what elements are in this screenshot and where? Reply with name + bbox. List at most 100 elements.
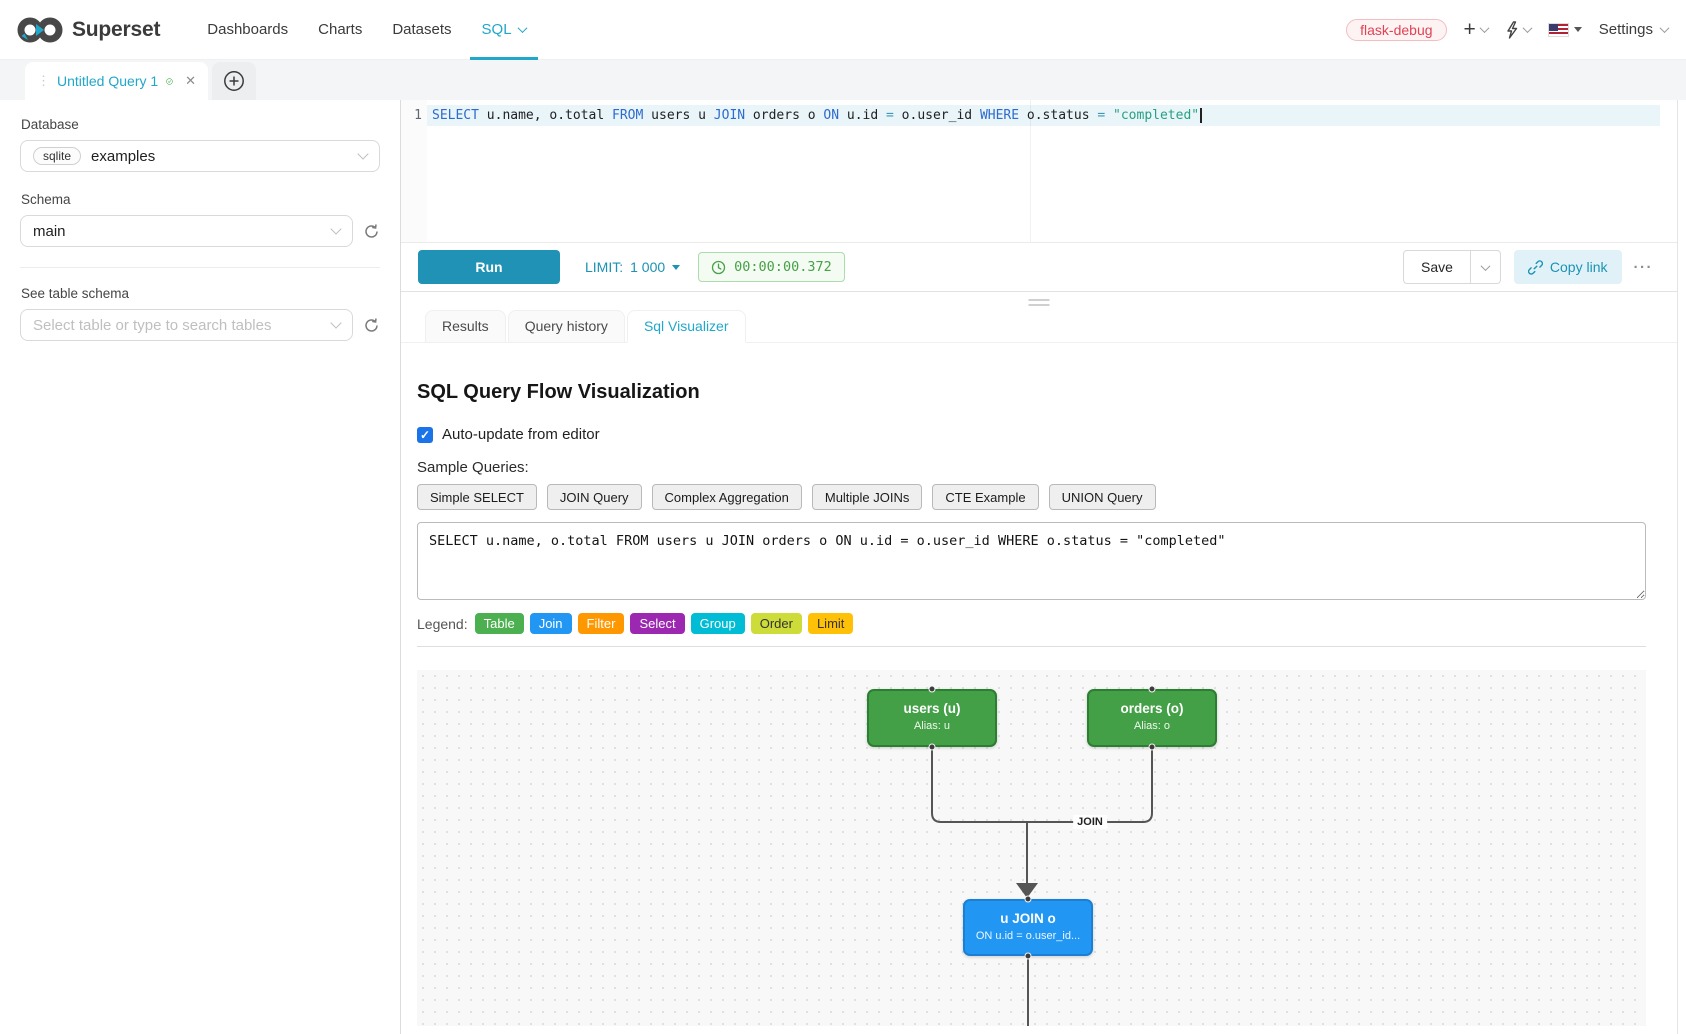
sample-queries-label: Sample Queries: (417, 459, 1661, 476)
flow-node-join[interactable]: u JOIN o ON u.id = o.user_id... (963, 899, 1093, 956)
table-schema-label: See table schema (21, 286, 380, 301)
check-circle-icon (166, 73, 173, 90)
tab-sql-visualizer[interactable]: Sql Visualizer (627, 310, 746, 343)
auto-update-checkbox[interactable]: ✓ (417, 427, 433, 443)
clock-icon (711, 260, 726, 275)
sample-query-button[interactable]: UNION Query (1049, 484, 1156, 510)
caret-down-icon (1574, 27, 1582, 32)
flow-node-orders[interactable]: orders (o) Alias: o (1087, 689, 1217, 747)
query-tab-active[interactable]: ⋮ Untitled Query 1 ✕ (25, 62, 208, 100)
sql-token-plain: u.id (839, 108, 886, 123)
environment-badge: flask-debug (1346, 19, 1446, 41)
chevron-down-icon (330, 223, 341, 234)
sql-input-textarea[interactable]: SELECT u.name, o.total FROM users u JOIN… (417, 522, 1646, 600)
flow-edges (417, 670, 1646, 1026)
sample-query-button[interactable]: Complex Aggregation (652, 484, 802, 510)
flow-node-users[interactable]: users (u) Alias: u (867, 689, 997, 747)
sql-token-plain: u.name, o.total (479, 108, 612, 123)
nav-item-datasets[interactable]: Datasets (377, 0, 466, 60)
sql-token-plain (1105, 108, 1113, 123)
settings-menu[interactable]: Settings (1599, 21, 1668, 38)
limit-label: LIMIT: (585, 259, 623, 275)
database-select[interactable]: sqlite examples (20, 140, 380, 172)
node-handle[interactable] (929, 686, 936, 693)
nav-item-sql[interactable]: SQL (467, 0, 541, 60)
save-dropdown-button[interactable] (1470, 251, 1500, 283)
query-search-menu[interactable] (1505, 21, 1531, 39)
legend-badge: Group (691, 613, 745, 634)
sample-query-buttons: Simple SELECT JOIN Query Complex Aggregati… (417, 484, 1661, 510)
database-label: Database (21, 117, 380, 132)
table-select[interactable]: Select table or type to search tables (20, 309, 353, 341)
page-title: SQL Query Flow Visualization (417, 381, 1661, 404)
sql-token-kw: ON (823, 108, 839, 123)
language-picker[interactable] (1548, 23, 1582, 37)
node-handle[interactable] (1149, 686, 1156, 693)
sql-token-kw: WHERE (980, 108, 1019, 123)
more-options-icon[interactable]: ··· (1634, 259, 1654, 276)
sql-token-op: = (1097, 108, 1105, 123)
sample-query-button[interactable]: Simple SELECT (417, 484, 537, 510)
nav-item-dashboards[interactable]: Dashboards (192, 0, 303, 60)
flow-canvas[interactable]: users (u) Alias: u orders (o) Alias: o u… (417, 670, 1646, 1026)
sql-token-plain: o.user_id (894, 108, 980, 123)
schema-select-value: main (33, 223, 332, 240)
sample-query-button[interactable]: JOIN Query (547, 484, 642, 510)
chevron-down-icon (1480, 261, 1490, 271)
node-handle[interactable] (1149, 744, 1156, 751)
refresh-tables-icon[interactable] (363, 317, 380, 334)
superset-logo[interactable]: Superset (17, 16, 160, 44)
top-nav: Superset Dashboards Charts Datasets SQL … (0, 0, 1686, 60)
nav-right: flask-debug + Settings (1346, 19, 1668, 41)
chevron-down-icon (330, 317, 341, 328)
tab-results[interactable]: Results (425, 310, 506, 343)
chevron-down-icon (1479, 23, 1489, 33)
auto-update-label: Auto-update from editor (442, 426, 600, 443)
chevron-down-icon (1660, 23, 1670, 33)
editor-code-area[interactable]: SELECT u.name, o.total FROM users u JOIN… (427, 100, 1677, 242)
section-divider (417, 646, 1646, 647)
lightning-icon (1505, 21, 1519, 39)
main-menu: Dashboards Charts Datasets SQL (192, 0, 540, 60)
new-query-tab-button[interactable] (212, 62, 256, 100)
limit-dropdown[interactable]: LIMIT: 1 000 (585, 259, 680, 275)
sql-token-str: "completed" (1113, 108, 1199, 123)
sample-query-button[interactable]: Multiple JOINs (812, 484, 923, 510)
legend-badges: TableJoinFilterSelectGroupOrderLimit (475, 613, 854, 634)
run-button[interactable]: Run (418, 250, 560, 284)
nav-item-charts[interactable]: Charts (303, 0, 377, 60)
database-select-value: examples (91, 148, 359, 165)
legend-badge: Limit (808, 613, 853, 634)
editor-toolbar: Run LIMIT: 1 000 00:00:00.372 Save (401, 243, 1677, 292)
new-item-menu[interactable]: + (1464, 19, 1488, 40)
sql-visualizer-panel: SQL Query Flow Visualization ✓ Auto-upda… (401, 343, 1677, 1034)
schema-select[interactable]: main (20, 215, 353, 247)
schema-label: Schema (21, 192, 380, 207)
chevron-down-icon (1522, 23, 1532, 33)
node-handle[interactable] (1025, 953, 1032, 960)
node-handle[interactable] (1025, 896, 1032, 903)
sidebar-divider (20, 267, 380, 268)
sql-editor[interactable]: 1 SELECT u.name, o.total FROM users u JO… (401, 100, 1677, 243)
legend-badge: Filter (578, 613, 625, 634)
node-subtitle: Alias: u (869, 720, 995, 732)
query-timer-badge: 00:00:00.372 (698, 252, 845, 282)
node-handle[interactable] (929, 744, 936, 751)
us-flag-icon (1548, 23, 1569, 37)
copy-link-button[interactable]: Copy link (1514, 250, 1622, 284)
sql-token-kw: SELECT (432, 108, 479, 123)
resize-grip[interactable] (1029, 299, 1050, 309)
sample-query-button[interactable]: CTE Example (932, 484, 1038, 510)
query-tabbar: ⋮ Untitled Query 1 ✕ (0, 60, 1686, 100)
sql-token-plain: o.status (1019, 108, 1097, 123)
drag-handle-icon[interactable]: ⋮ (37, 73, 49, 89)
close-tab-icon[interactable]: ✕ (185, 73, 196, 89)
refresh-schemas-icon[interactable] (363, 223, 380, 240)
legend-badge: Table (475, 613, 524, 634)
text-cursor (1200, 108, 1202, 123)
tab-query-history[interactable]: Query history (508, 310, 625, 343)
editor-gutter: 1 (401, 100, 427, 242)
node-title: users (u) (869, 701, 995, 716)
save-button[interactable]: Save (1404, 251, 1470, 283)
sqllab-sidebar: Database sqlite examples Schema main See… (0, 100, 400, 1034)
